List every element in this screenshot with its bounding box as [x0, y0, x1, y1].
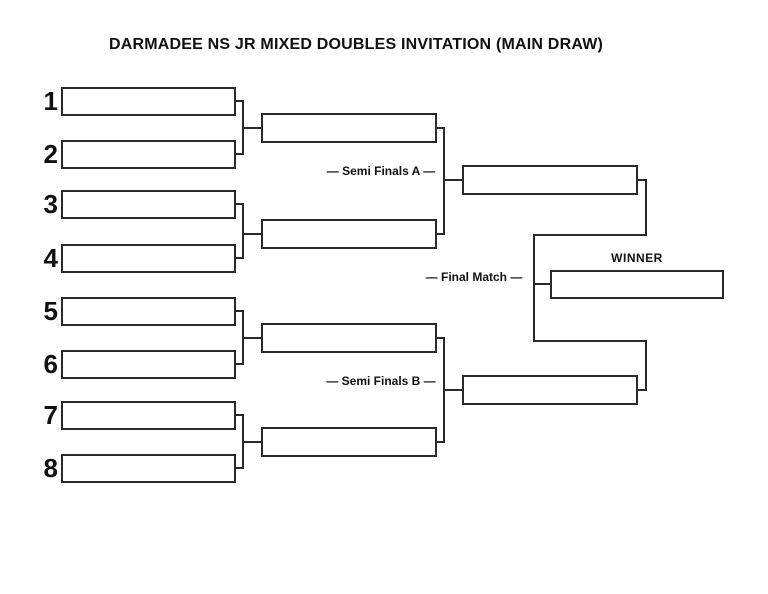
quarterfinal-box-a — [261, 113, 437, 143]
page-title: DARMADEE NS JR MIXED DOUBLES INVITATION … — [108, 36, 604, 53]
quarterfinal-box-c — [261, 323, 437, 353]
entrant-box-8 — [61, 454, 236, 483]
semifinal-box-a — [462, 165, 638, 195]
label-final-match: — Final Match — — [425, 270, 523, 284]
seed-label-3: 3 — [43, 189, 58, 219]
connector-final-drop-a — [645, 179, 647, 236]
label-winner: WINNER — [611, 251, 663, 265]
connector-final-center-vertical — [533, 234, 535, 342]
connector-line-pair-5-6 — [244, 337, 261, 339]
connector-bracket-pair-7-8 — [236, 414, 244, 469]
entrant-box-3 — [61, 190, 236, 219]
connector-final-stub-to-winner — [533, 283, 552, 285]
connector-line-semi-b — [444, 389, 462, 391]
seed-label-4: 4 — [43, 243, 58, 273]
seed-label-6: 6 — [43, 349, 58, 379]
entrant-box-2 — [61, 140, 236, 169]
entrant-box-6 — [61, 350, 236, 379]
connector-line-pair-3-4 — [244, 233, 261, 235]
label-semi-finals-a: — Semi Finals A — — [326, 164, 436, 178]
entrant-box-5 — [61, 297, 236, 326]
connector-line-pair-1-2 — [244, 127, 261, 129]
quarterfinal-box-b — [261, 219, 437, 249]
seed-label-2: 2 — [43, 139, 58, 169]
connector-final-bottom-horizontal — [533, 340, 647, 342]
connector-bracket-pair-1-2 — [236, 100, 244, 155]
quarterfinal-box-d — [261, 427, 437, 457]
connector-line-semi-a — [444, 179, 462, 181]
entrant-box-1 — [61, 87, 236, 116]
connector-final-rise-b — [645, 340, 647, 391]
connector-final-stub-from-semi-b — [637, 389, 647, 391]
connector-bracket-pair-3-4 — [236, 203, 244, 259]
connector-final-top-horizontal — [533, 234, 647, 236]
connector-line-pair-7-8 — [244, 441, 261, 443]
connector-bracket-semi-a — [437, 127, 445, 235]
seed-label-8: 8 — [43, 453, 58, 483]
connector-final-stub-from-semi-a — [637, 179, 647, 181]
connector-bracket-pair-5-6 — [236, 310, 244, 365]
seed-label-5: 5 — [43, 296, 58, 326]
seed-label-1: 1 — [43, 86, 58, 116]
entrant-box-4 — [61, 244, 236, 273]
label-semi-finals-b: — Semi Finals B — — [326, 374, 436, 388]
semifinal-box-b — [462, 375, 638, 405]
entrant-box-7 — [61, 401, 236, 430]
seed-label-7: 7 — [43, 400, 58, 430]
winner-box — [550, 270, 724, 299]
